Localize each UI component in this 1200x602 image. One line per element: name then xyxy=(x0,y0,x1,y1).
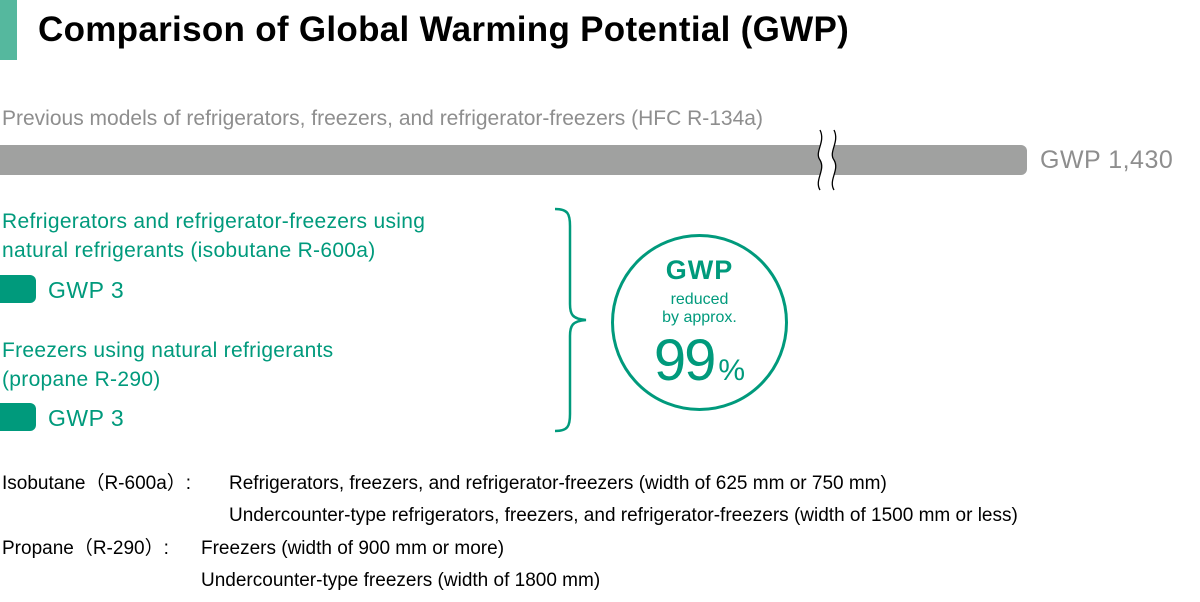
note-isobutane-label: Isobutane（R-600a）: xyxy=(2,473,192,494)
note-propane-label: Propane（R-290）: xyxy=(2,538,169,559)
bar-isobutane xyxy=(0,275,36,303)
value-label-previous: GWP 1,430 xyxy=(1040,146,1174,174)
note-isobutane-line: Undercounter-type refrigerators, freezer… xyxy=(229,505,1018,526)
axis-break-icon xyxy=(817,129,837,191)
badge-value: 99 xyxy=(653,328,716,393)
badge-unit: % xyxy=(718,354,746,387)
badge-gwp: GWP xyxy=(665,255,734,285)
value-label-isobutane: GWP 3 xyxy=(48,277,125,303)
category-label-line: natural refrigerants (isobutane R-600a) xyxy=(2,239,376,262)
note-propane-line: Freezers (width of 900 mm or more) xyxy=(201,538,505,559)
badge-line: by approx. xyxy=(662,309,737,326)
badge-percent: 99% xyxy=(614,327,785,394)
category-label-line: (propane R-290) xyxy=(2,368,161,391)
badge-line: reduced xyxy=(670,291,729,308)
page-title: Comparison of Global Warming Potential (… xyxy=(38,10,850,49)
value-label-propane: GWP 3 xyxy=(48,405,125,431)
badge-text: reduced by approx. xyxy=(614,291,785,327)
curly-brace-icon xyxy=(554,207,587,433)
note-isobutane-line: Refrigerators, freezers, and refrigerato… xyxy=(229,473,887,494)
bar-propane xyxy=(0,403,36,431)
note-propane-line: Undercounter-type freezers (width of 180… xyxy=(201,570,601,591)
bar-previous-r134a xyxy=(0,145,1027,175)
reduction-badge: GWP reduced by approx. 99% xyxy=(611,234,788,411)
category-label-line: Freezers using natural refrigerants xyxy=(2,339,334,362)
category-label-line: Refrigerators and refrigerator-freezers … xyxy=(2,210,426,233)
category-label-propane: Freezers using natural refrigerants (pro… xyxy=(2,336,333,394)
category-label-previous: Previous models of refrigerators, freeze… xyxy=(2,107,763,130)
category-label-isobutane: Refrigerators and refrigerator-freezers … xyxy=(2,207,425,265)
title-accent-bar xyxy=(0,0,17,60)
